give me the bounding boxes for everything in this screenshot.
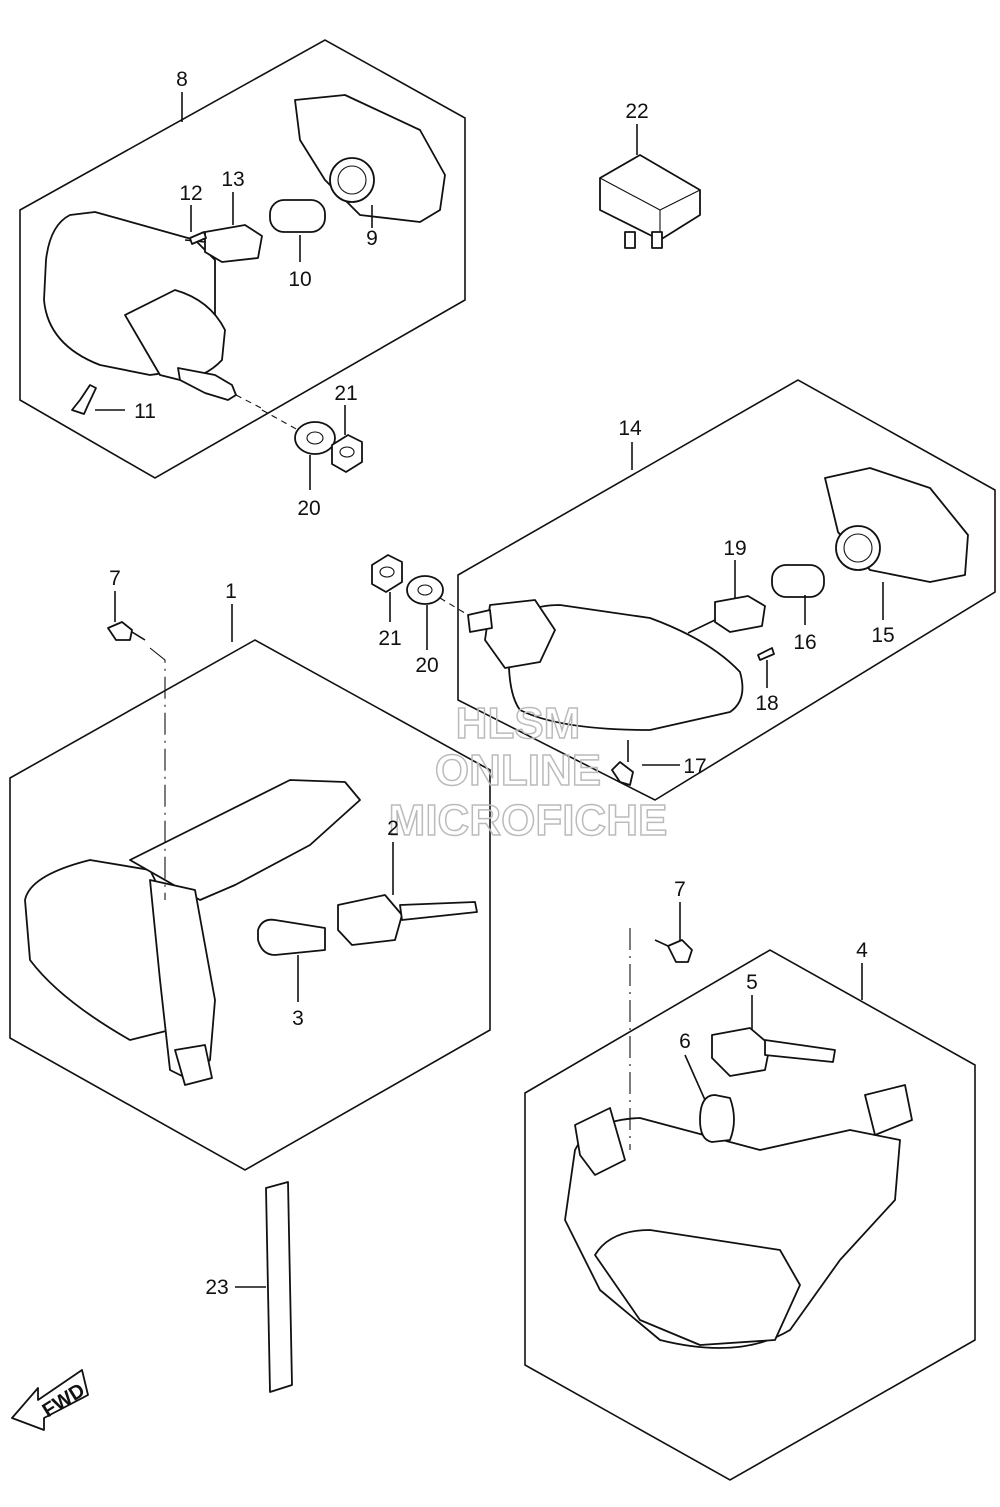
screw-7-upper	[107, 621, 166, 900]
callout-16: 16	[793, 631, 816, 654]
callout-20-lower: 20	[415, 654, 438, 677]
watermark-line-3: MICROFICHE	[389, 796, 668, 845]
callout-5: 5	[746, 971, 758, 994]
assembly-14-group	[457, 379, 996, 801]
callout-12: 12	[179, 182, 202, 205]
callout-18: 18	[755, 692, 778, 715]
callout-21-upper: 21	[334, 382, 357, 405]
callout-7-lower: 7	[674, 878, 686, 901]
foam-strip-23	[265, 1181, 293, 1393]
callout-numbers: 8 12 13 10 9 11 21 20 22 14 19 16 15 18 …	[109, 68, 895, 1299]
assembly-1-group	[9, 639, 491, 1171]
callout-2: 2	[387, 817, 399, 840]
callout-20-upper: 20	[297, 497, 320, 520]
callout-4: 4	[856, 939, 868, 962]
callout-14: 14	[618, 417, 642, 440]
washer-nut-upper	[261, 409, 363, 473]
callout-3: 3	[292, 1007, 304, 1030]
watermark-line-2: ONLINE	[435, 746, 601, 795]
callout-9: 9	[366, 227, 378, 250]
callout-17: 17	[683, 755, 706, 778]
leader-lines	[95, 92, 884, 1288]
watermark-line-1: HLSM	[456, 699, 581, 748]
callout-1: 1	[225, 580, 237, 603]
callout-6: 6	[679, 1030, 691, 1053]
callout-23: 23	[205, 1276, 228, 1299]
assembly-8-group	[19, 39, 466, 479]
washer-nut-lower	[371, 554, 469, 616]
callout-8: 8	[176, 68, 188, 91]
callout-21-lower: 21	[378, 627, 401, 650]
relay-22	[599, 154, 701, 249]
callout-10: 10	[288, 268, 311, 291]
callout-22: 22	[625, 100, 648, 123]
watermark: HLSM ONLINE MICROFICHE	[388, 698, 668, 846]
callout-11: 11	[134, 400, 156, 423]
assembly-4-group	[524, 928, 976, 1481]
callout-15: 15	[871, 624, 894, 647]
callout-19: 19	[723, 537, 746, 560]
callout-7-upper: 7	[109, 567, 121, 590]
fwd-arrow: FWD	[11, 1369, 89, 1431]
callout-13: 13	[221, 168, 244, 191]
